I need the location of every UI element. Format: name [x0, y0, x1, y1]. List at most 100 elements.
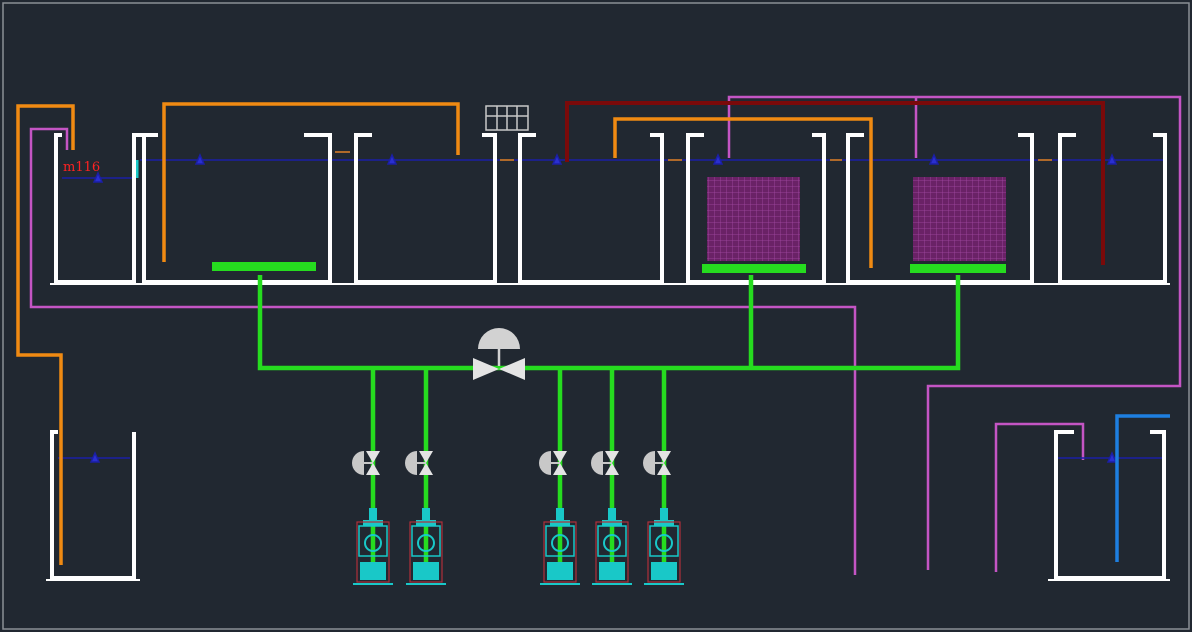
air-pipes — [257, 275, 961, 580]
membrane-module-1 — [707, 177, 800, 261]
blower-flange — [602, 520, 622, 526]
blower-motor — [360, 562, 386, 580]
tank-7 — [1054, 430, 1166, 580]
valve-body-top — [419, 451, 433, 463]
membrane-module-2 — [913, 177, 1006, 261]
weir-connectors — [335, 151, 1052, 161]
water-level-marker — [928, 153, 940, 165]
dark-red-pipe — [565, 101, 1105, 265]
blower-flange — [654, 520, 674, 526]
water-level-marker — [92, 171, 104, 183]
tank-1 — [140, 133, 332, 284]
blower-frame — [647, 521, 681, 583]
blower-motor — [413, 562, 439, 580]
blower-motor — [651, 562, 677, 580]
blower-valve[interactable] — [352, 451, 380, 475]
blue-pipe — [1115, 414, 1170, 562]
valve-body-bottom — [553, 463, 567, 475]
blower-valve[interactable] — [405, 451, 433, 475]
tank-8 — [50, 430, 136, 580]
magenta-pipe-2 — [727, 95, 1182, 570]
blower-3[interactable] — [540, 508, 580, 585]
blower-impeller — [655, 534, 673, 552]
blower-4[interactable] — [592, 508, 632, 585]
actuator-dome — [478, 328, 520, 349]
valve-actuator — [352, 451, 364, 475]
magenta-pipe-1 — [29, 127, 857, 575]
blower-motor — [599, 562, 625, 580]
blower-impeller — [417, 534, 435, 552]
blower-inlet — [608, 508, 616, 522]
water-lines — [58, 153, 1165, 463]
blower-5[interactable] — [644, 508, 684, 585]
blower-inlet — [556, 508, 564, 522]
tank-4 — [686, 133, 826, 284]
magenta-pipe-4 — [994, 422, 1085, 572]
diffuser-2 — [702, 264, 806, 273]
blower-inlet — [369, 508, 377, 522]
blower-flange — [550, 520, 570, 526]
valve-body-bottom — [657, 463, 671, 475]
blower-frame — [356, 521, 390, 583]
blower-2[interactable] — [406, 508, 446, 585]
tank-1-wall-left — [54, 133, 140, 284]
blower-valves — [352, 451, 671, 475]
air-header — [257, 275, 961, 371]
blower-frame — [595, 521, 629, 583]
valve-actuator — [591, 451, 603, 475]
valve-body-right — [499, 358, 525, 380]
tanks — [50, 133, 1167, 580]
water-level-marker — [551, 153, 563, 165]
main-control-valve[interactable] — [473, 328, 525, 380]
orange-pipe-1 — [16, 104, 75, 565]
blower-1[interactable] — [353, 508, 393, 585]
tag-label: m116 — [63, 160, 100, 175]
valve-body-top — [605, 451, 619, 463]
blower-flange — [416, 520, 436, 526]
water-level-marker — [712, 153, 724, 165]
blower-impeller — [364, 534, 382, 552]
diffuser-3 — [910, 264, 1006, 273]
valve-body-top — [553, 451, 567, 463]
valve-body-bottom — [366, 463, 380, 475]
valve-body-bottom — [605, 463, 619, 475]
orange-pipes — [16, 102, 873, 565]
valve-body-top — [366, 451, 380, 463]
blower-frame — [543, 521, 577, 583]
blower-impeller — [551, 534, 569, 552]
magenta-pipes — [29, 95, 1182, 575]
tank-floors — [46, 283, 1170, 581]
water-level-marker — [1106, 153, 1118, 165]
valve-body-left — [473, 358, 499, 380]
water-level-marker — [1106, 451, 1118, 463]
water-level-marker — [89, 451, 101, 463]
blowers — [353, 508, 684, 585]
tank-5 — [846, 133, 1034, 284]
blower-valve[interactable] — [643, 451, 671, 475]
blower-valve[interactable] — [539, 451, 567, 475]
valve-body-top — [657, 451, 671, 463]
valve-actuator — [405, 451, 417, 475]
diffusers — [212, 262, 1006, 273]
blower-inlet — [660, 508, 668, 522]
blower-flange — [363, 520, 383, 526]
valve-body-bottom — [419, 463, 433, 475]
blower-frame — [409, 521, 443, 583]
blower-valve[interactable] — [591, 451, 619, 475]
orange-pipe-3 — [613, 117, 873, 268]
water-level-marker — [386, 153, 398, 165]
tank-6 — [1058, 133, 1167, 284]
diffuser-1 — [212, 262, 316, 271]
water-level-markers — [89, 153, 1118, 463]
blower-motor — [547, 562, 573, 580]
blower-inlet — [422, 508, 430, 522]
tank-3 — [518, 133, 664, 284]
blower-impeller — [603, 534, 621, 552]
orange-pipe-2 — [162, 102, 460, 262]
valve-actuator — [539, 451, 551, 475]
valve-actuator — [643, 451, 655, 475]
water-level-marker — [194, 153, 206, 165]
